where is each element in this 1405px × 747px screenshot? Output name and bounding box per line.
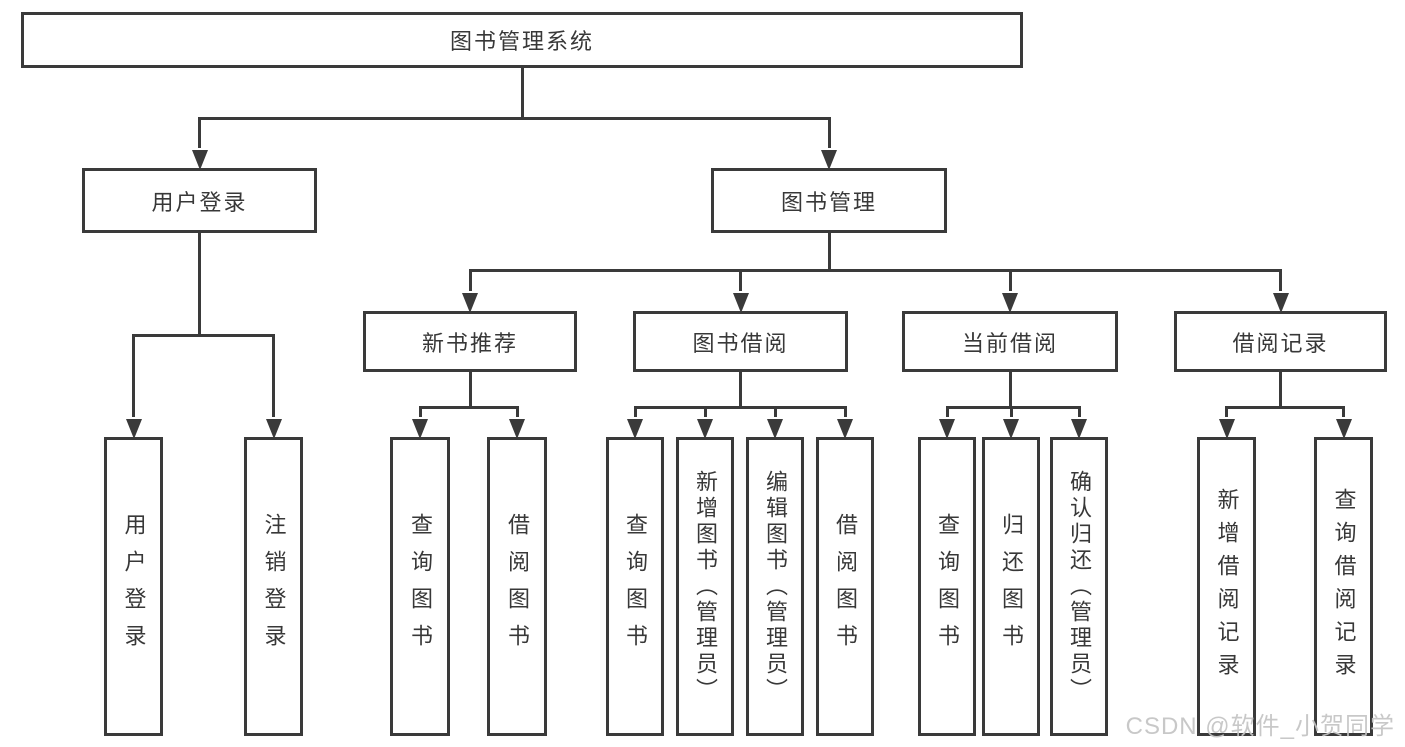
node-label-v-query-book-2: 查询图书 — [623, 512, 648, 661]
node-v-add-book: 新增图书（管理员） — [676, 437, 734, 736]
arrowhead-down-icon — [732, 293, 749, 313]
connector-line — [1279, 270, 1282, 291]
arrowhead-down-icon — [767, 419, 783, 439]
node-label-current-borrow: 当前借阅 — [961, 330, 1058, 356]
node-label-root: 图书管理系统 — [449, 29, 594, 54]
node-new-book-rec: 新书推荐 — [363, 311, 577, 372]
connector-line — [739, 372, 742, 409]
node-label-v-confirm-return: 确认归还（管理员） — [1067, 469, 1092, 704]
node-label-v-return-book: 归还图书 — [999, 512, 1024, 661]
connector-line — [1279, 372, 1282, 409]
node-v-query-book-1: 查询图书 — [390, 437, 450, 736]
arrowhead-down-icon — [821, 150, 837, 170]
connector-line — [198, 233, 201, 337]
connector-line — [739, 270, 742, 291]
arrowhead-down-icon — [1335, 419, 1352, 439]
node-label-book-mgmt: 图书管理 — [780, 189, 877, 215]
connector-line — [773, 407, 777, 417]
arrowhead-down-icon — [265, 419, 282, 439]
connector-line — [468, 268, 1282, 272]
node-label-v-edit-book: 编辑图书（管理员） — [763, 469, 788, 704]
arrowhead-down-icon — [509, 419, 525, 439]
node-v-user-login: 用户登录 — [104, 437, 163, 736]
connector-line — [132, 335, 135, 417]
node-label-v-add-book: 新增图书（管理员） — [693, 469, 718, 704]
arrowhead-down-icon — [627, 419, 643, 439]
arrowhead-down-icon — [462, 293, 478, 313]
node-label-v-query-record: 查询借阅记录 — [1331, 487, 1357, 686]
connector-line — [515, 407, 519, 417]
connector-line — [468, 270, 472, 291]
connector-line — [827, 118, 831, 148]
node-label-v-borrow-book-2: 借阅图书 — [833, 512, 858, 661]
connector-line — [1342, 407, 1345, 417]
node-label-user-login: 用户登录 — [151, 189, 248, 215]
node-label-new-book-rec: 新书推荐 — [421, 330, 518, 356]
node-label-v-borrow-book-1: 借阅图书 — [505, 512, 530, 661]
node-v-borrow-book-1: 借阅图书 — [487, 437, 547, 736]
node-borrow-record: 借阅记录 — [1174, 311, 1387, 372]
connector-line — [198, 118, 201, 148]
connector-line — [633, 407, 637, 417]
node-v-confirm-return: 确认归还（管理员） — [1050, 437, 1108, 736]
arrowhead-down-icon — [1003, 419, 1019, 439]
node-label-v-logout: 注销登录 — [261, 512, 287, 661]
connector-line — [132, 333, 275, 337]
node-label-book-borrow: 图书借阅 — [692, 330, 789, 356]
connector-line — [1225, 405, 1345, 409]
connector-line — [633, 405, 847, 409]
node-v-add-record: 新增借阅记录 — [1197, 437, 1256, 736]
connector-line — [1008, 372, 1012, 409]
node-root: 图书管理系统 — [21, 12, 1023, 68]
arrowhead-down-icon — [191, 150, 208, 170]
connector-line — [198, 116, 831, 120]
connector-line — [843, 407, 847, 417]
arrowhead-down-icon — [697, 419, 713, 439]
node-label-v-query-book-1: 查询图书 — [408, 512, 433, 661]
node-v-return-book: 归还图书 — [982, 437, 1040, 736]
connector-line — [418, 407, 422, 417]
node-v-query-book-3: 查询图书 — [918, 437, 976, 736]
connector-line — [272, 335, 275, 417]
connector-line — [1008, 270, 1012, 291]
node-book-mgmt: 图书管理 — [711, 168, 947, 233]
connector-line — [1225, 407, 1228, 417]
arrowhead-down-icon — [939, 419, 955, 439]
node-v-query-record: 查询借阅记录 — [1314, 437, 1373, 736]
arrowhead-down-icon — [1218, 419, 1235, 439]
connector-line — [945, 405, 1081, 409]
connector-line — [418, 405, 519, 409]
connector-line — [520, 68, 524, 120]
node-label-borrow-record: 借阅记录 — [1232, 330, 1329, 356]
arrowhead-down-icon — [837, 419, 853, 439]
connector-line — [945, 407, 949, 417]
arrowhead-down-icon — [412, 419, 428, 439]
connector-line — [703, 407, 707, 417]
node-label-v-user-login: 用户登录 — [121, 512, 147, 661]
connector-line — [1009, 407, 1013, 417]
node-label-v-add-record: 新增借阅记录 — [1214, 487, 1240, 686]
node-current-borrow: 当前借阅 — [902, 311, 1118, 372]
connector-line — [468, 372, 472, 409]
node-v-query-book-2: 查询图书 — [606, 437, 664, 736]
csdn-watermark: CSDN @软件_小贺同学 — [1125, 713, 1395, 740]
arrowhead-down-icon — [125, 419, 142, 439]
node-label-v-query-book-3: 查询图书 — [935, 512, 960, 661]
node-v-edit-book: 编辑图书（管理员） — [746, 437, 804, 736]
node-book-borrow: 图书借阅 — [633, 311, 848, 372]
node-user-login: 用户登录 — [82, 168, 317, 233]
arrowhead-down-icon — [1002, 293, 1018, 313]
arrowhead-down-icon — [1071, 419, 1087, 439]
node-v-borrow-book-2: 借阅图书 — [816, 437, 874, 736]
connector-line — [827, 233, 831, 272]
connector-line — [1077, 407, 1081, 417]
arrowhead-down-icon — [1272, 293, 1289, 313]
node-v-logout: 注销登录 — [244, 437, 303, 736]
